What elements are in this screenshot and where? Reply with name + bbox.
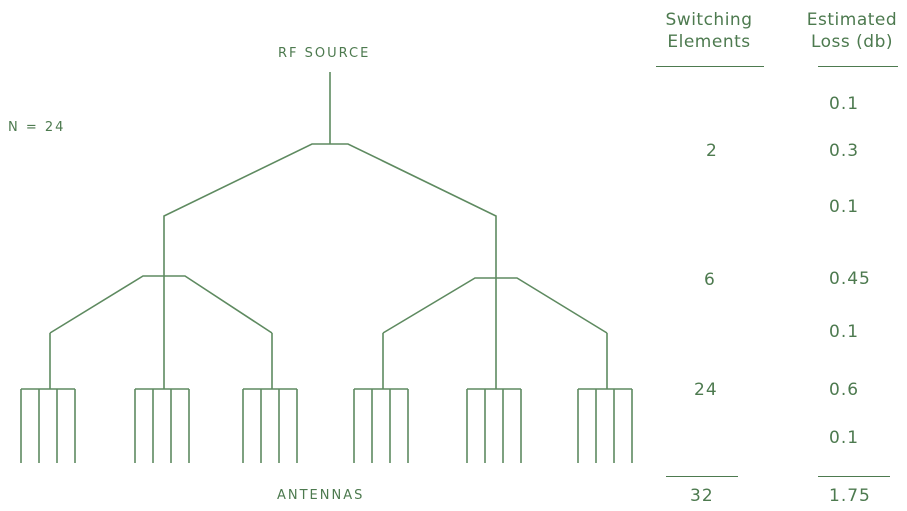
switching-elements-total: 32 [690,486,714,506]
level-2-switch-branch-2 [382,277,608,334]
estimated-loss-header-line2: Loss (db) [810,32,894,52]
loss-value: 0.1 [829,94,860,114]
loss-value: 0.45 [829,269,871,289]
antenna-group-6 [577,388,633,463]
rf-source-label: RF SOURCE [278,46,371,61]
n-label: N = 24 [8,120,66,135]
antenna-group-3 [242,388,298,463]
switching-elements-header-line2: Elements [667,32,751,52]
switching-elements-level-3: 24 [694,380,718,400]
antennas-label: ANTENNAS [277,488,365,503]
switching-elements-header-line1: Switching [665,10,753,30]
level-2-switch-branch-1 [49,275,273,334]
switching-elements-level-1: 2 [706,141,718,161]
loss-value: 0.1 [829,197,860,217]
estimated-loss-total: 1.75 [829,486,871,506]
antenna-group-4 [353,388,409,463]
estimated-loss-header-rule [818,66,898,67]
loss-value: 0.1 [829,322,860,342]
estimated-loss-total-rule [818,476,890,477]
loss-value: 0.3 [829,141,860,161]
switching-elements-total-rule [666,476,738,477]
level-1-switch-branch [163,143,497,278]
switching-elements-header: Switching Elements [652,9,766,53]
switching-elements-header-rule [656,66,764,67]
estimated-loss-header: Estimated Loss (db) [796,9,907,53]
antenna-group-1 [20,388,76,463]
switching-elements-level-2: 6 [704,270,716,290]
antenna-group-5 [466,388,522,463]
antenna-group-2 [134,388,190,463]
loss-value: 0.1 [829,428,860,448]
loss-value: 0.6 [829,380,860,400]
estimated-loss-header-line1: Estimated [806,10,898,30]
